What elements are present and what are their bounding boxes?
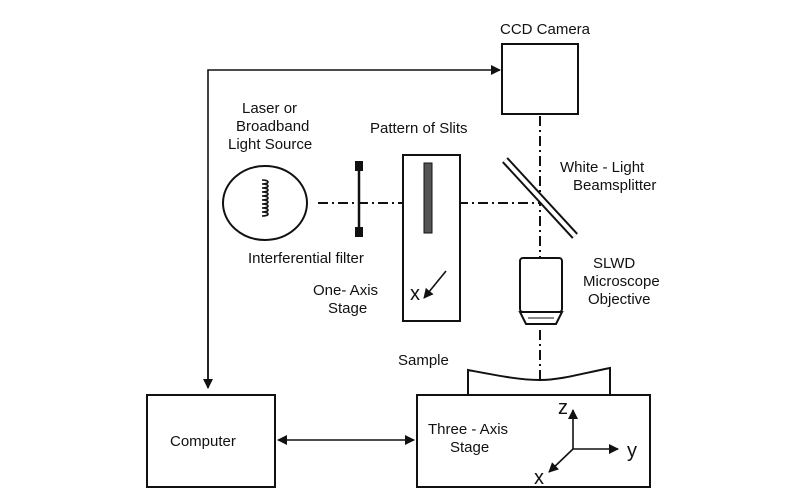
pattern-of-slits-label: Pattern of Slits — [370, 120, 468, 137]
objective-label-2: Microscope — [583, 273, 660, 290]
objective-label-1: SLWD — [593, 255, 635, 272]
computer-label: Computer — [170, 433, 236, 450]
filament-coil-icon — [261, 179, 269, 217]
beamsplitter-label-1: White - Light — [560, 159, 645, 176]
objective-label-3: Objective — [588, 291, 651, 308]
sample-piece — [467, 366, 611, 396]
light-source-lamp — [222, 165, 308, 241]
filter-top-cap — [355, 161, 363, 171]
light-source-label-1: Laser or — [242, 100, 297, 117]
objective-body — [519, 257, 563, 313]
ccd-camera-box — [501, 43, 579, 115]
one-axis-stage-label-2: Stage — [328, 300, 367, 317]
one-axis-x-label: x — [410, 283, 420, 305]
three-axis-stage-label-1: Three - Axis — [428, 421, 508, 438]
one-axis-stage-label-1: One- Axis — [313, 282, 378, 299]
computer-box — [146, 394, 276, 488]
z-axis-label: z — [558, 397, 568, 419]
x-axis-arrow — [548, 448, 574, 473]
ccd-camera-label: CCD Camera — [500, 21, 591, 38]
filter-bottom-cap — [355, 227, 363, 237]
interferential-filter-label: Interferential filter — [248, 250, 364, 267]
slit-pattern — [423, 162, 433, 234]
beamsplitter-label-2: Beamsplitter — [573, 177, 656, 194]
beamsplitter-plate-inner — [503, 158, 577, 238]
three-axis-stage-label-2: Stage — [450, 439, 489, 456]
light-source-label-2: Broadband — [236, 118, 309, 135]
one-axis-direction-arrow — [423, 270, 447, 299]
y-axis-label: y — [627, 440, 637, 462]
three-axis-stage — [416, 394, 651, 488]
sample-label: Sample — [398, 352, 449, 369]
x-axis-label: x — [534, 467, 544, 489]
light-source-label-3: Light Source — [228, 136, 312, 153]
